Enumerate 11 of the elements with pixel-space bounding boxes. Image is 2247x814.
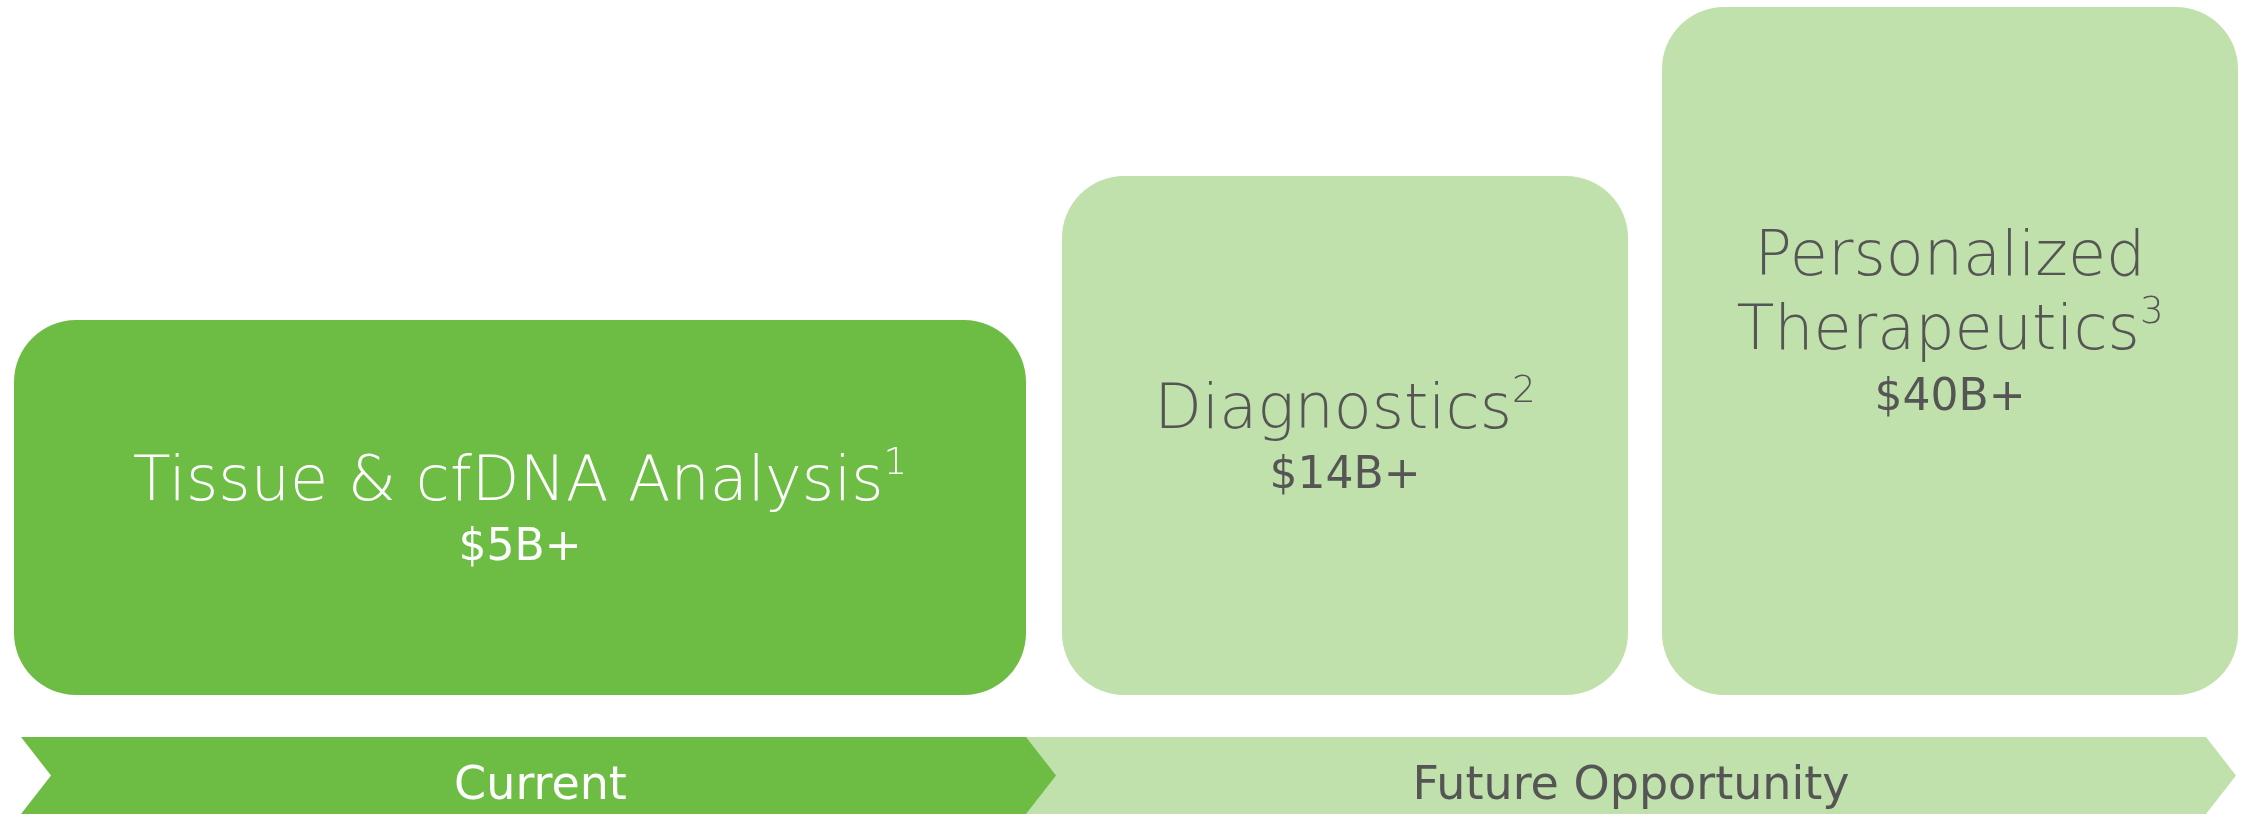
phase-label: Current [454,755,627,810]
phase-label: Future Opportunity [1412,755,1850,810]
market-size: $14B+ [1269,446,1421,501]
market-box [14,320,1026,695]
market-title: Personalized Therapeutics$^{3}$ [1735,217,2165,366]
market-size: $40B+ [1874,367,2026,422]
market-box [1662,7,2238,695]
market-title: Tissue & cfDNA Analysis$^{1}$ [132,441,908,517]
market-title: Diagnostics$^{2}$ [1154,369,1536,445]
market-size: $5B+ [458,518,582,573]
market-box [1062,176,1628,695]
